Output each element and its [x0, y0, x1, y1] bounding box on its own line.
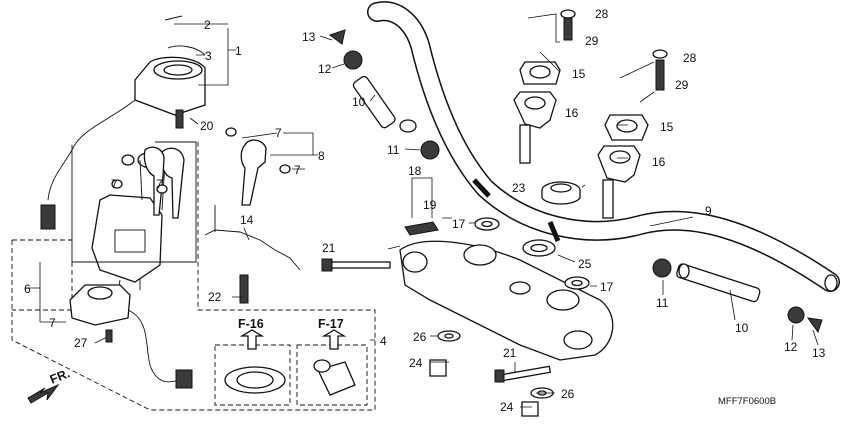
key: [225, 127, 291, 206]
ref-f16: F-16: [238, 317, 264, 331]
callout-10a: 10: [352, 95, 366, 109]
callout-29b: 29: [675, 78, 689, 92]
callout-4: 4: [380, 334, 387, 348]
callout-21b: 21: [503, 346, 517, 360]
callout-18: 18: [408, 164, 422, 178]
callout-8: 8: [318, 149, 325, 163]
front-label: FR.: [48, 366, 72, 387]
callout-26b: 26: [561, 387, 575, 401]
ref-f17: F-17: [318, 317, 344, 331]
washers: [429, 217, 590, 417]
callout-13b: 13: [812, 346, 826, 360]
callout-7d: 7: [156, 177, 163, 191]
bar-end-right: [652, 258, 823, 334]
callout-19: 19: [423, 198, 437, 212]
callout-16a: 16: [565, 106, 579, 120]
callout-22: 22: [208, 290, 222, 304]
reference-panels: F-16 F-17: [214, 317, 368, 406]
ignition-cylinder: [91, 146, 185, 293]
callout-28b: 28: [683, 51, 697, 65]
callout-15b: 15: [660, 120, 674, 134]
callout-17b: 17: [600, 280, 614, 294]
callout-15a: 15: [572, 67, 586, 81]
diagram-code: MFF7F0600B: [718, 396, 776, 407]
callout-14: 14: [240, 213, 254, 227]
callout-10b: 10: [735, 321, 749, 335]
callout-6: 7: [49, 316, 56, 330]
ignition-switch-top: [40, 15, 206, 230]
callout-1: 1: [235, 44, 242, 58]
callout-12b: 12: [784, 340, 798, 354]
callout-7c: 7: [111, 177, 118, 191]
callout-2: 2: [204, 18, 211, 32]
callout-9: 9: [705, 204, 712, 218]
callouts: 2 1 3 20 7 8 7 7 7 14 22 6 7 27 4 13 12 …: [24, 7, 826, 414]
callout-28a: 28: [595, 7, 609, 21]
callout-5: 6: [24, 282, 31, 296]
bracket: [204, 205, 301, 304]
callout-16b: 16: [652, 155, 666, 169]
leaders: [25, 13, 819, 408]
callout-7a: 7: [275, 126, 282, 140]
callout-11b: 11: [656, 296, 669, 310]
callout-21a: 21: [322, 241, 336, 255]
callout-26a: 26: [413, 330, 427, 344]
callout-29a: 29: [585, 34, 599, 48]
callout-3: 3: [205, 49, 212, 63]
holder-upper: [513, 9, 668, 219]
callout-12a: 12: [318, 62, 332, 76]
callout-27: 27: [74, 336, 88, 350]
bar-end-left: [328, 29, 440, 160]
callout-24b: 24: [500, 400, 514, 414]
front-direction-arrow: FR.: [27, 366, 72, 404]
callout-7b: 7: [294, 163, 301, 177]
callout-17a: 17: [452, 217, 466, 231]
callout-24a: 24: [409, 356, 423, 370]
stem-cap: [541, 181, 581, 205]
callout-20: 20: [200, 119, 214, 133]
switch-unit: [69, 284, 193, 389]
handlebar-pipe: [367, 1, 840, 292]
top-bridge: [321, 221, 614, 383]
callout-23: 23: [512, 181, 526, 195]
callout-13a: 13: [302, 30, 316, 44]
callout-11a: 11: [387, 143, 400, 157]
callout-25: 25: [578, 257, 592, 271]
